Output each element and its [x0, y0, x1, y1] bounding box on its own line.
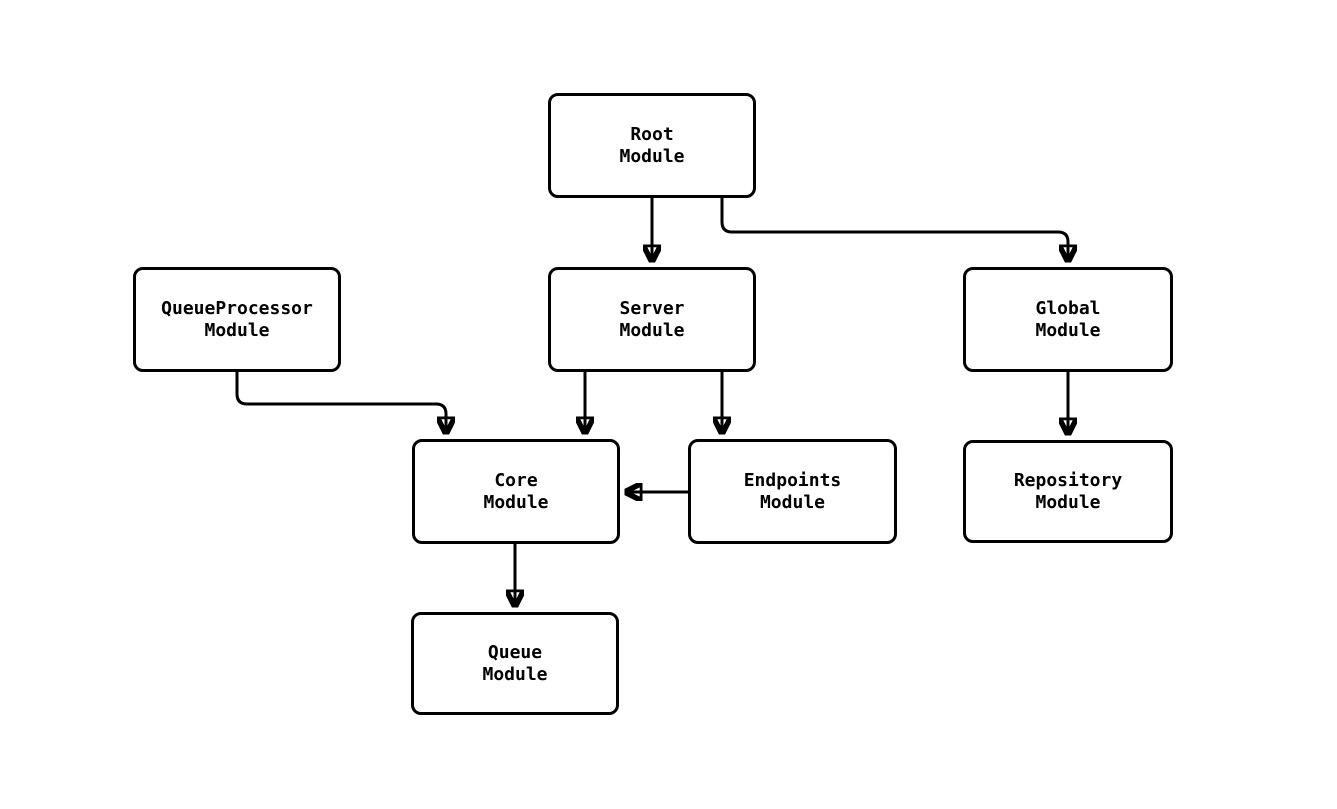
- node-root-module: Root Module: [548, 93, 756, 198]
- node-repository-module: Repository Module: [963, 440, 1173, 543]
- node-global-module-label: Global Module: [1035, 297, 1101, 341]
- node-queueprocessor-module-label: QueueProcessor Module: [161, 297, 313, 341]
- node-queue-module-label: Queue Module: [482, 641, 548, 685]
- node-endpoints-module-label: Endpoints Module: [743, 469, 842, 513]
- node-core-module-label: Core Module: [483, 469, 549, 513]
- node-server-module-label: Server Module: [619, 297, 685, 341]
- node-repository-module-label: Repository Module: [1013, 469, 1123, 513]
- edge-root-to-global: [720, 198, 1068, 259]
- node-queue-module: Queue Module: [411, 612, 619, 715]
- node-server-module: Server Module: [548, 267, 756, 372]
- node-global-module: Global Module: [963, 267, 1173, 372]
- node-endpoints-module: Endpoints Module: [688, 439, 897, 544]
- node-core-module: Core Module: [412, 439, 620, 544]
- node-queueprocessor-module: QueueProcessor Module: [133, 267, 341, 372]
- node-root-module-label: Root Module: [619, 123, 685, 167]
- edge-queueprocessor-to-core: [235, 372, 446, 431]
